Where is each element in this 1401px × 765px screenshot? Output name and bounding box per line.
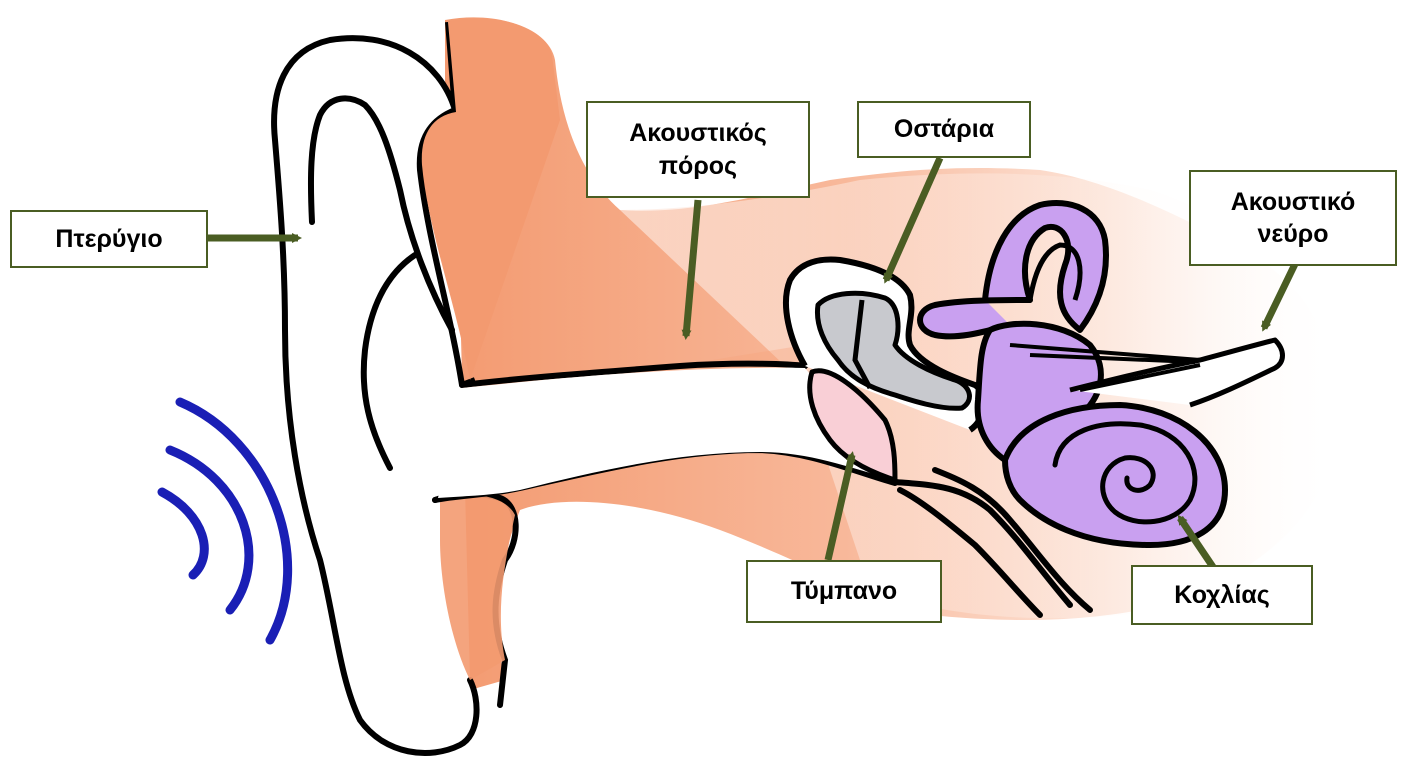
label-cochlea: Κοχλίας	[1131, 565, 1313, 625]
label-eardrum: Τύμπανο	[746, 560, 942, 623]
label-ossicles: Οστάρια	[857, 101, 1031, 158]
sound-waves-icon	[162, 402, 288, 640]
label-ear-canal: Ακουστικός πόρος	[586, 101, 810, 198]
label-pinna: Πτερύγιο	[10, 210, 208, 268]
label-auditory-nerve: Ακουστικό νεύρο	[1189, 170, 1397, 266]
